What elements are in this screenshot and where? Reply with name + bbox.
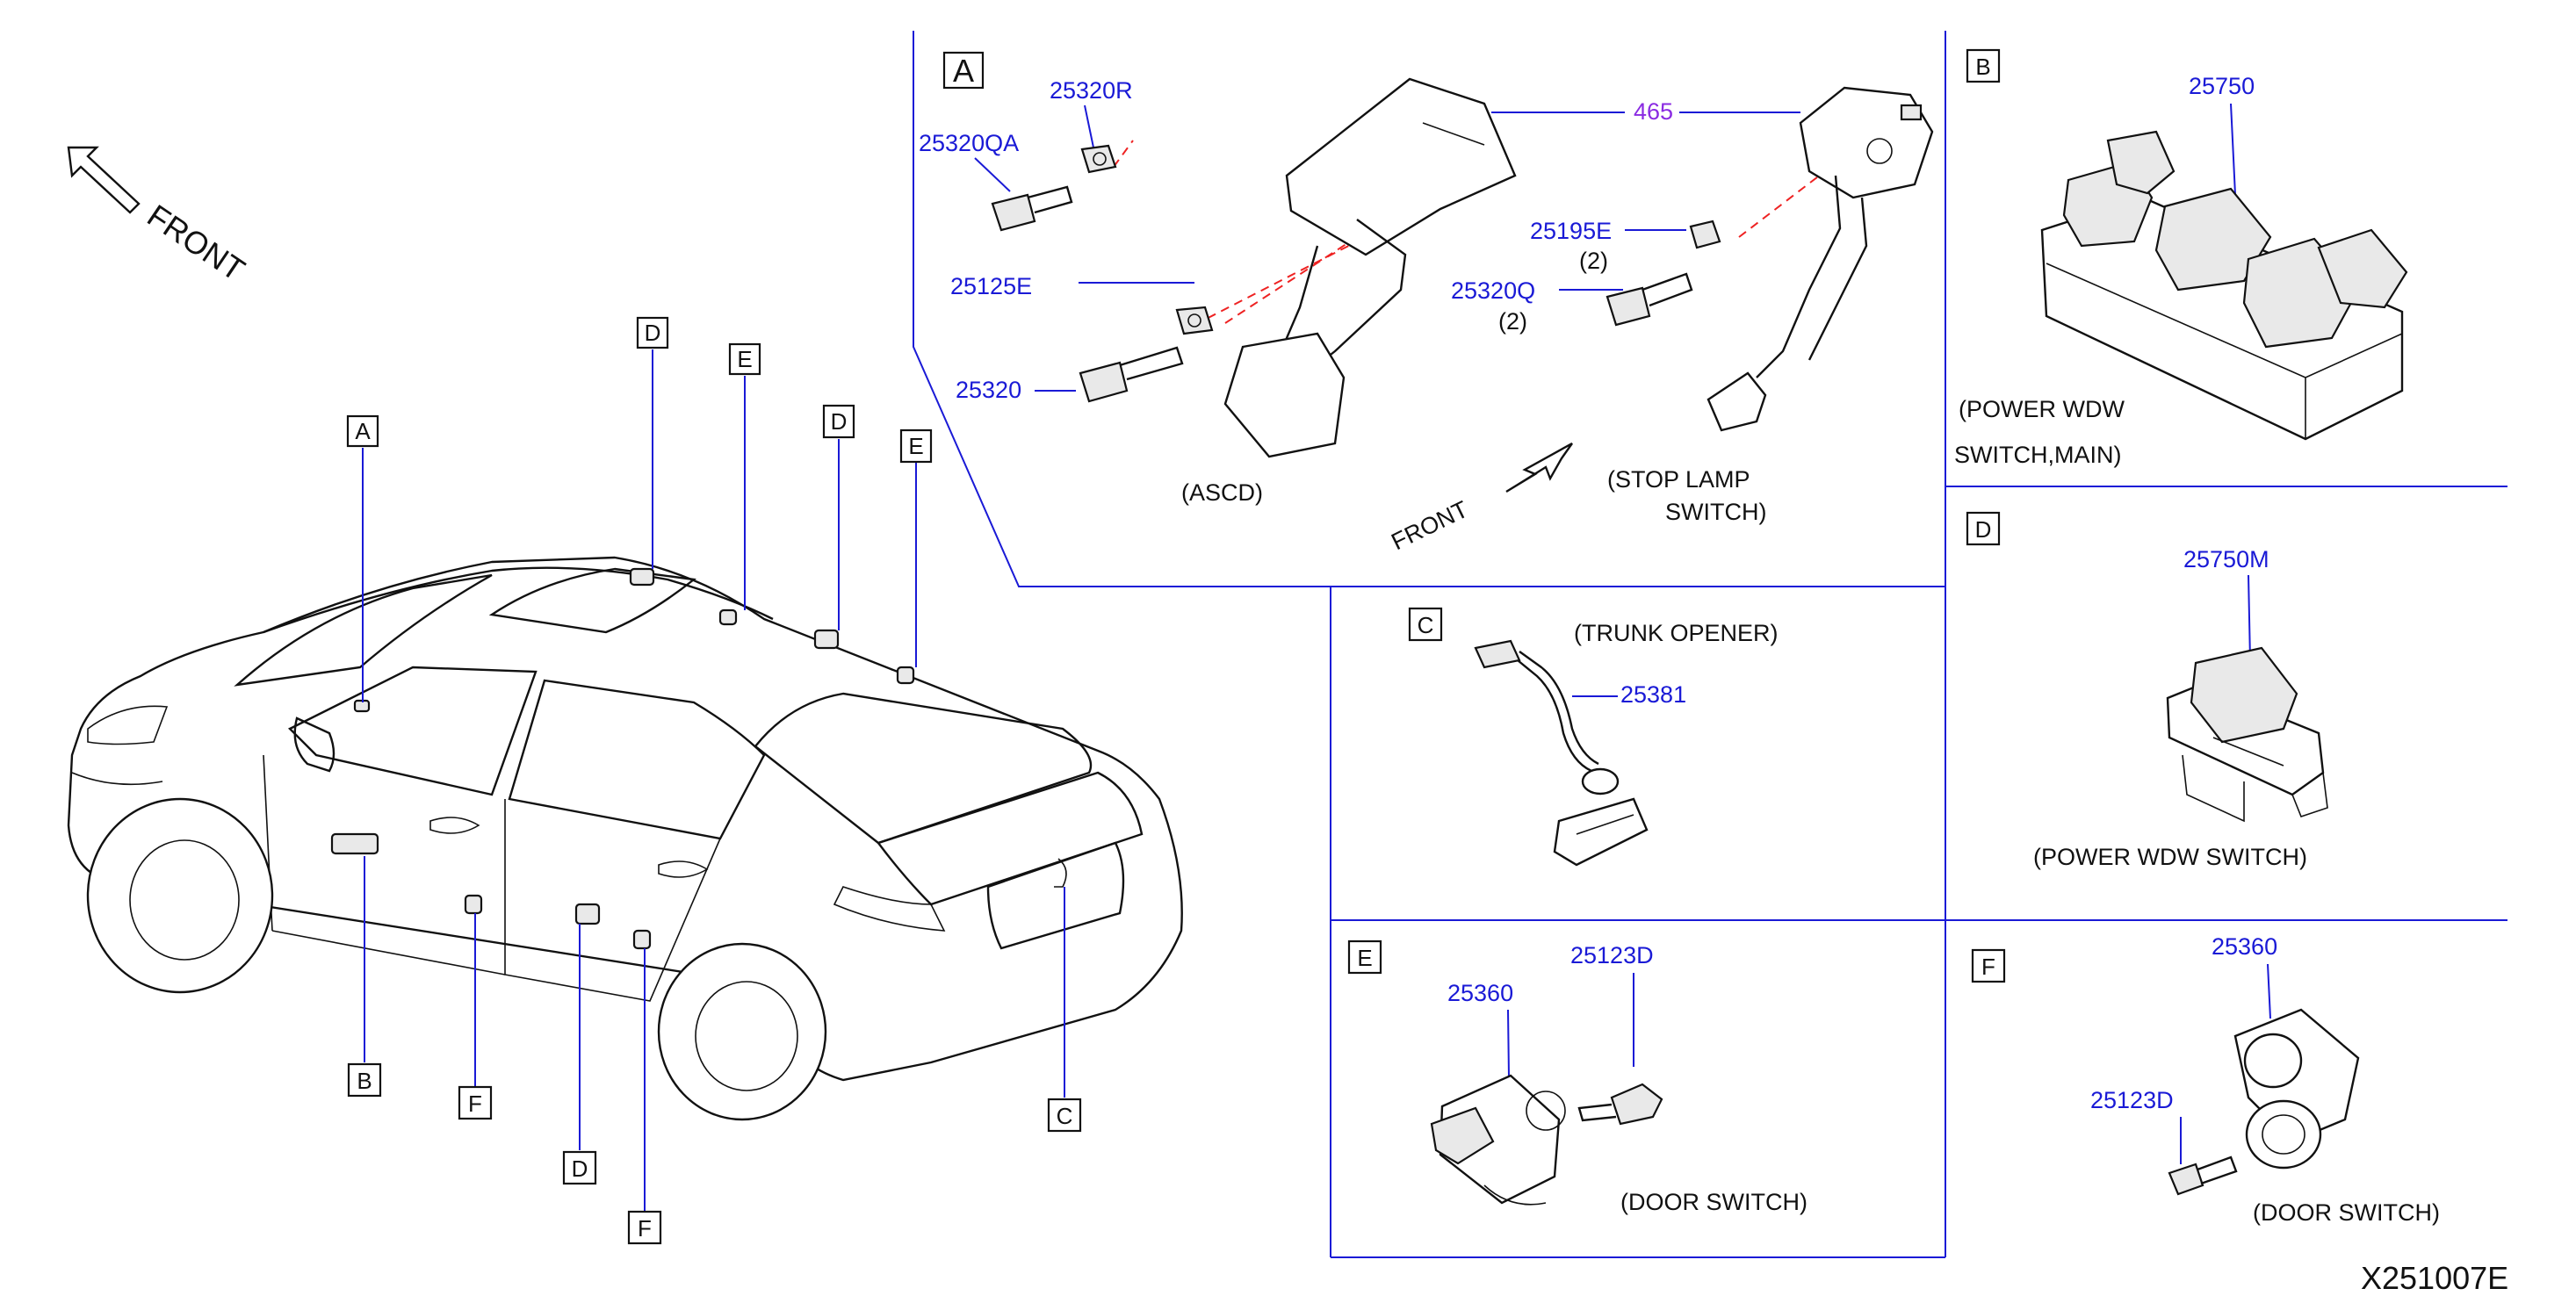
diagram-code: X251007E bbox=[2361, 1260, 2508, 1296]
panel-key-f: F bbox=[1971, 948, 2006, 983]
part-number-25320Q: 25320Q bbox=[1451, 277, 1535, 304]
front-label: FRONT bbox=[141, 198, 252, 288]
ascd-pedal-glyph bbox=[1223, 77, 1517, 458]
part-quantity: (2) bbox=[1498, 308, 1527, 335]
panel-letter: B bbox=[1975, 54, 1990, 80]
switch-25320-glyph bbox=[1079, 346, 1184, 403]
panel-c: C (TRUNK OPENER) 25381 bbox=[1408, 607, 1779, 867]
callout-letter: D bbox=[572, 1155, 588, 1182]
caption-door-switch-e: (DOOR SWITCH) bbox=[1620, 1189, 1808, 1215]
panel-letter: D bbox=[1975, 516, 1992, 543]
trunk-opener-switch-glyph bbox=[1474, 639, 1649, 867]
callout-box-c: C bbox=[1047, 1098, 1082, 1133]
part-number-25123D: 25123D bbox=[1570, 942, 1654, 968]
bolt-25123D-e-glyph bbox=[1577, 1083, 1663, 1126]
callout-letter: D bbox=[831, 408, 848, 435]
part-number-25360: 25360 bbox=[2212, 933, 2277, 960]
caption-stop-lamp-line2: SWITCH) bbox=[1665, 499, 1766, 525]
panel-key-d: D bbox=[1966, 511, 2001, 546]
part-number-25750: 25750 bbox=[2189, 73, 2255, 99]
front-label: FRONT bbox=[1387, 496, 1472, 556]
caption-stop-lamp-line1: (STOP LAMP bbox=[1607, 466, 1750, 493]
door-switch-f-glyph bbox=[2233, 1008, 2360, 1170]
panel-d: D 25750M (POWER WDW SWITCH) bbox=[1966, 511, 2328, 870]
nut-25125E-glyph bbox=[1175, 306, 1214, 335]
panel-letter: A bbox=[953, 53, 974, 89]
caption-ascd: (ASCD) bbox=[1181, 479, 1263, 506]
callout-box-f-front: F bbox=[458, 1085, 493, 1120]
caption-power-wdw-main-line1: (POWER WDW bbox=[1959, 396, 2125, 422]
callout-box-e-rear: E bbox=[899, 428, 933, 464]
callout-letter: E bbox=[737, 346, 752, 372]
panel-letter: C bbox=[1418, 612, 1434, 638]
callout-box-b: B bbox=[347, 1062, 382, 1098]
front-arrow: FRONT bbox=[67, 146, 252, 288]
door-switch-e-glyph bbox=[1430, 1074, 1566, 1206]
part-number-25195E: 25195E bbox=[1530, 218, 1612, 244]
part-number-25320R: 25320R bbox=[1050, 77, 1133, 104]
callout-letter: B bbox=[357, 1068, 372, 1094]
part-number-25320QA: 25320QA bbox=[919, 130, 1019, 156]
callout-box-e-roof: E bbox=[728, 342, 761, 376]
panel-key-e: E bbox=[1347, 939, 1382, 975]
nut-25195E-glyph bbox=[1689, 220, 1721, 249]
switch-25320QA-glyph bbox=[991, 185, 1073, 232]
panel-key-b: B bbox=[1966, 48, 2001, 83]
callout-box-d-door: D bbox=[562, 1150, 597, 1185]
caption-trunk-opener: (TRUNK OPENER) bbox=[1574, 620, 1779, 646]
power-window-main-switch-glyph bbox=[2040, 130, 2408, 441]
part-number-25320: 25320 bbox=[956, 377, 1021, 403]
part-number-25360: 25360 bbox=[1447, 980, 1513, 1006]
panel-e: E 25360 25123D (DOOR SWITCH) bbox=[1347, 939, 1808, 1215]
switch-25320Q-glyph bbox=[1605, 272, 1693, 327]
part-number-25123D: 25123D bbox=[2090, 1087, 2174, 1113]
part-number-25750M: 25750M bbox=[2183, 546, 2269, 572]
part-number-465: 465 bbox=[1634, 98, 1673, 125]
part-quantity: (2) bbox=[1579, 248, 1608, 274]
callout-box-d-roof: D bbox=[636, 316, 669, 349]
part-number-25381: 25381 bbox=[1620, 681, 1686, 708]
nut-25320R-glyph bbox=[1080, 144, 1117, 174]
part-number-25125E: 25125E bbox=[950, 273, 1032, 299]
panel-letter: F bbox=[1981, 954, 1995, 980]
callout-letter: E bbox=[908, 433, 923, 459]
power-window-switch-glyph bbox=[2166, 646, 2328, 823]
pedal-front-arrow: FRONT bbox=[1387, 442, 1573, 556]
bolt-25123D-f-glyph bbox=[2168, 1155, 2238, 1196]
panel-key-a: A bbox=[942, 51, 985, 90]
callout-letter: C bbox=[1057, 1103, 1073, 1129]
callout-box-a: A bbox=[346, 414, 379, 448]
caption-power-wdw-main-line2: SWITCH,MAIN) bbox=[1954, 442, 2121, 468]
vehicle-illustration: A B C D D E E F bbox=[67, 316, 1183, 1245]
callout-letter: A bbox=[355, 418, 371, 444]
callout-letter: D bbox=[645, 320, 661, 346]
caption-power-wdw-switch: (POWER WDW SWITCH) bbox=[2033, 844, 2307, 870]
panel-b: B 25750 (POWER WDW SWITCH,MAIN) bbox=[1954, 48, 2408, 468]
panel-dividers bbox=[913, 31, 2507, 1258]
panel-f: F 25360 25123D (DOOR SWITCH) bbox=[1971, 933, 2440, 1226]
callout-letter: F bbox=[468, 1091, 482, 1117]
panel-key-c: C bbox=[1408, 607, 1443, 642]
panel-letter: E bbox=[1357, 945, 1372, 971]
callout-box-f-rear: F bbox=[627, 1210, 662, 1245]
panel-a: A 25320R 25320QA 25125E 25320 465 25195E… bbox=[919, 51, 1934, 556]
stop-lamp-pedal-glyph bbox=[1707, 86, 1934, 432]
callout-box-d-roof-rear: D bbox=[822, 404, 855, 439]
caption-door-switch-f: (DOOR SWITCH) bbox=[2253, 1199, 2440, 1226]
callout-letter: F bbox=[638, 1215, 652, 1242]
